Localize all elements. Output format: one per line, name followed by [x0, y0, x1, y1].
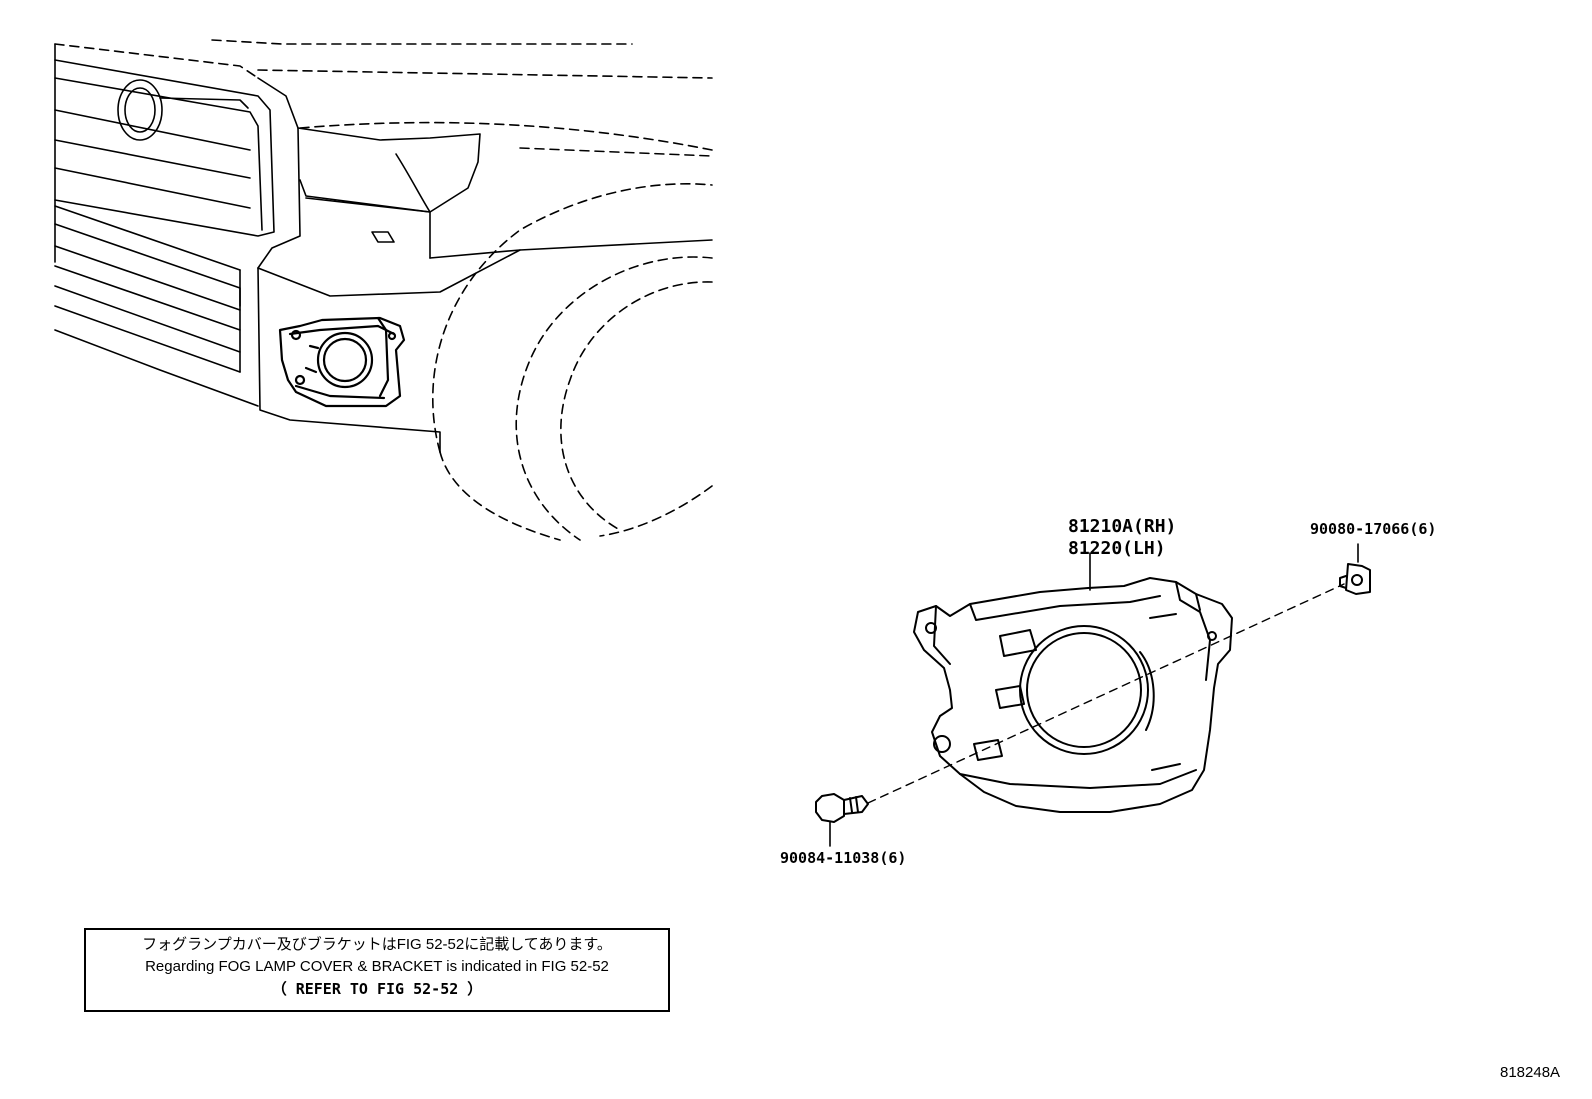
fog-lamp-assembly [913, 552, 1233, 813]
label-bolt: 90084-11038(6) [780, 849, 906, 867]
label-fog-lamp-lh: 81220(LH) [1068, 538, 1166, 559]
reference-note-box: フォグランプカバー及びブラケットはFIG 52-52に記載してあります。 Reg… [84, 928, 670, 1012]
note-english: Regarding FOG LAMP COVER & BRACKET is in… [145, 958, 609, 975]
label-fog-lamp-rh: 81210A(RH) [1068, 516, 1176, 537]
nut-clip-part [1339, 543, 1371, 595]
figure-id: 818248A [1500, 1064, 1560, 1081]
note-japanese: フォグランプカバー及びブラケットはFIG 52-52に記載してあります。 [142, 936, 612, 953]
assembly-axis-line [867, 583, 1345, 804]
label-nut-clip: 90080-17066(6) [1310, 520, 1436, 538]
note-refer-to-fig: （ REFER TO FIG 52-52 ） [271, 980, 483, 998]
bolt-part [815, 793, 869, 847]
vehicle-front-illustration [54, 39, 713, 541]
